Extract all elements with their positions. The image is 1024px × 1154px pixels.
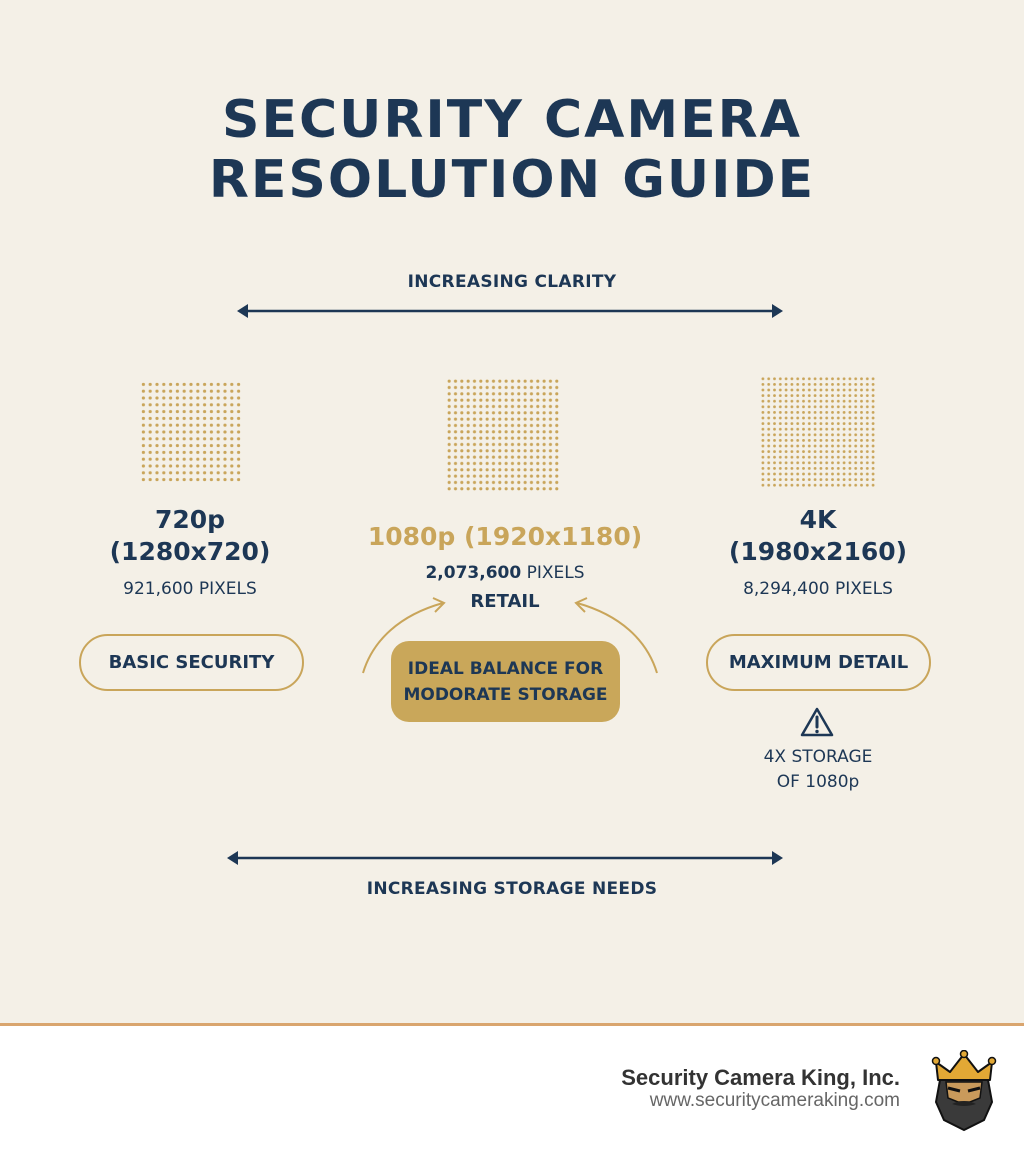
badge-line-1: IDEAL BALANCE FOR (407, 658, 604, 679)
footer (0, 1026, 1024, 1154)
res-1080p-pixels: 2,073,600 PIXELS (340, 563, 670, 583)
use-case-maximum-detail: MAXIMUM DETAIL (706, 634, 931, 691)
use-case-basic-security-label: BASIC SECURITY (108, 652, 275, 673)
curved-arrow-left-icon (362, 597, 446, 674)
clarity-axis-label: INCREASING CLARITY (407, 272, 617, 292)
storage-axis-label: INCREASING STORAGE NEEDS (366, 879, 658, 899)
infographic-canvas: SECURITY CAMERA RESOLUTION GUIDE INCREAS… (0, 0, 1024, 1024)
warning-line-1: 4X STORAGE (763, 747, 873, 767)
clarity-double-arrow-icon (237, 304, 783, 318)
res-4k-dimensions: (1980x2160) (728, 537, 908, 566)
use-case-ideal-balance-badge: IDEAL BALANCE FOR MODORATE STORAGE (391, 641, 620, 722)
res-720p-name: 720p (154, 505, 226, 534)
king-mascot-icon (931, 1050, 997, 1132)
use-case-maximum-detail-label: MAXIMUM DETAIL (728, 652, 909, 673)
res-720p-pixel-suffix: PIXELS (198, 579, 257, 599)
res-720p-pixel-count: 921,600 (123, 579, 194, 599)
footer-divider (0, 1023, 1024, 1026)
res-4k-pixel-suffix: PIXELS (835, 579, 893, 599)
res-720p-dimensions: (1280x720) (109, 537, 271, 566)
res-1080p-pixel-count: 2,073,600 (425, 563, 522, 583)
badge-line-2: MODORATE STORAGE (403, 684, 608, 705)
use-case-basic-security: BASIC SECURITY (79, 634, 304, 691)
res-1080p-pixel-suffix: PIXELS (526, 563, 585, 583)
company-website-link[interactable]: www.securitycameraking.com (649, 1090, 900, 1111)
title-line-1: SECURITY CAMERA (222, 90, 802, 150)
curved-arrow-right-icon (574, 597, 658, 674)
warning-line-2: OF 1080p (776, 772, 860, 792)
res-4k-pixels: 8,294,400 PIXELS (698, 579, 938, 599)
res-4k-pixel-count: 8,294,400 (743, 579, 830, 599)
res-1080p-tag: RETAIL (470, 591, 540, 612)
warning-triangle-icon (800, 707, 834, 737)
res-1080p-name: 1080p (1920x1180) (367, 522, 643, 551)
res-720p-pixels: 921,600 PIXELS (70, 579, 310, 599)
title-line-2: RESOLUTION GUIDE (208, 150, 816, 210)
res-4k-name: 4K (799, 505, 837, 534)
pixel-grid-4k-icon (760, 376, 876, 488)
storage-double-arrow-icon (227, 851, 783, 865)
pixel-grid-1080p-icon (446, 378, 560, 492)
pixel-grid-720p-icon (140, 381, 242, 483)
company-name: Security Camera King, Inc. (621, 1065, 900, 1090)
